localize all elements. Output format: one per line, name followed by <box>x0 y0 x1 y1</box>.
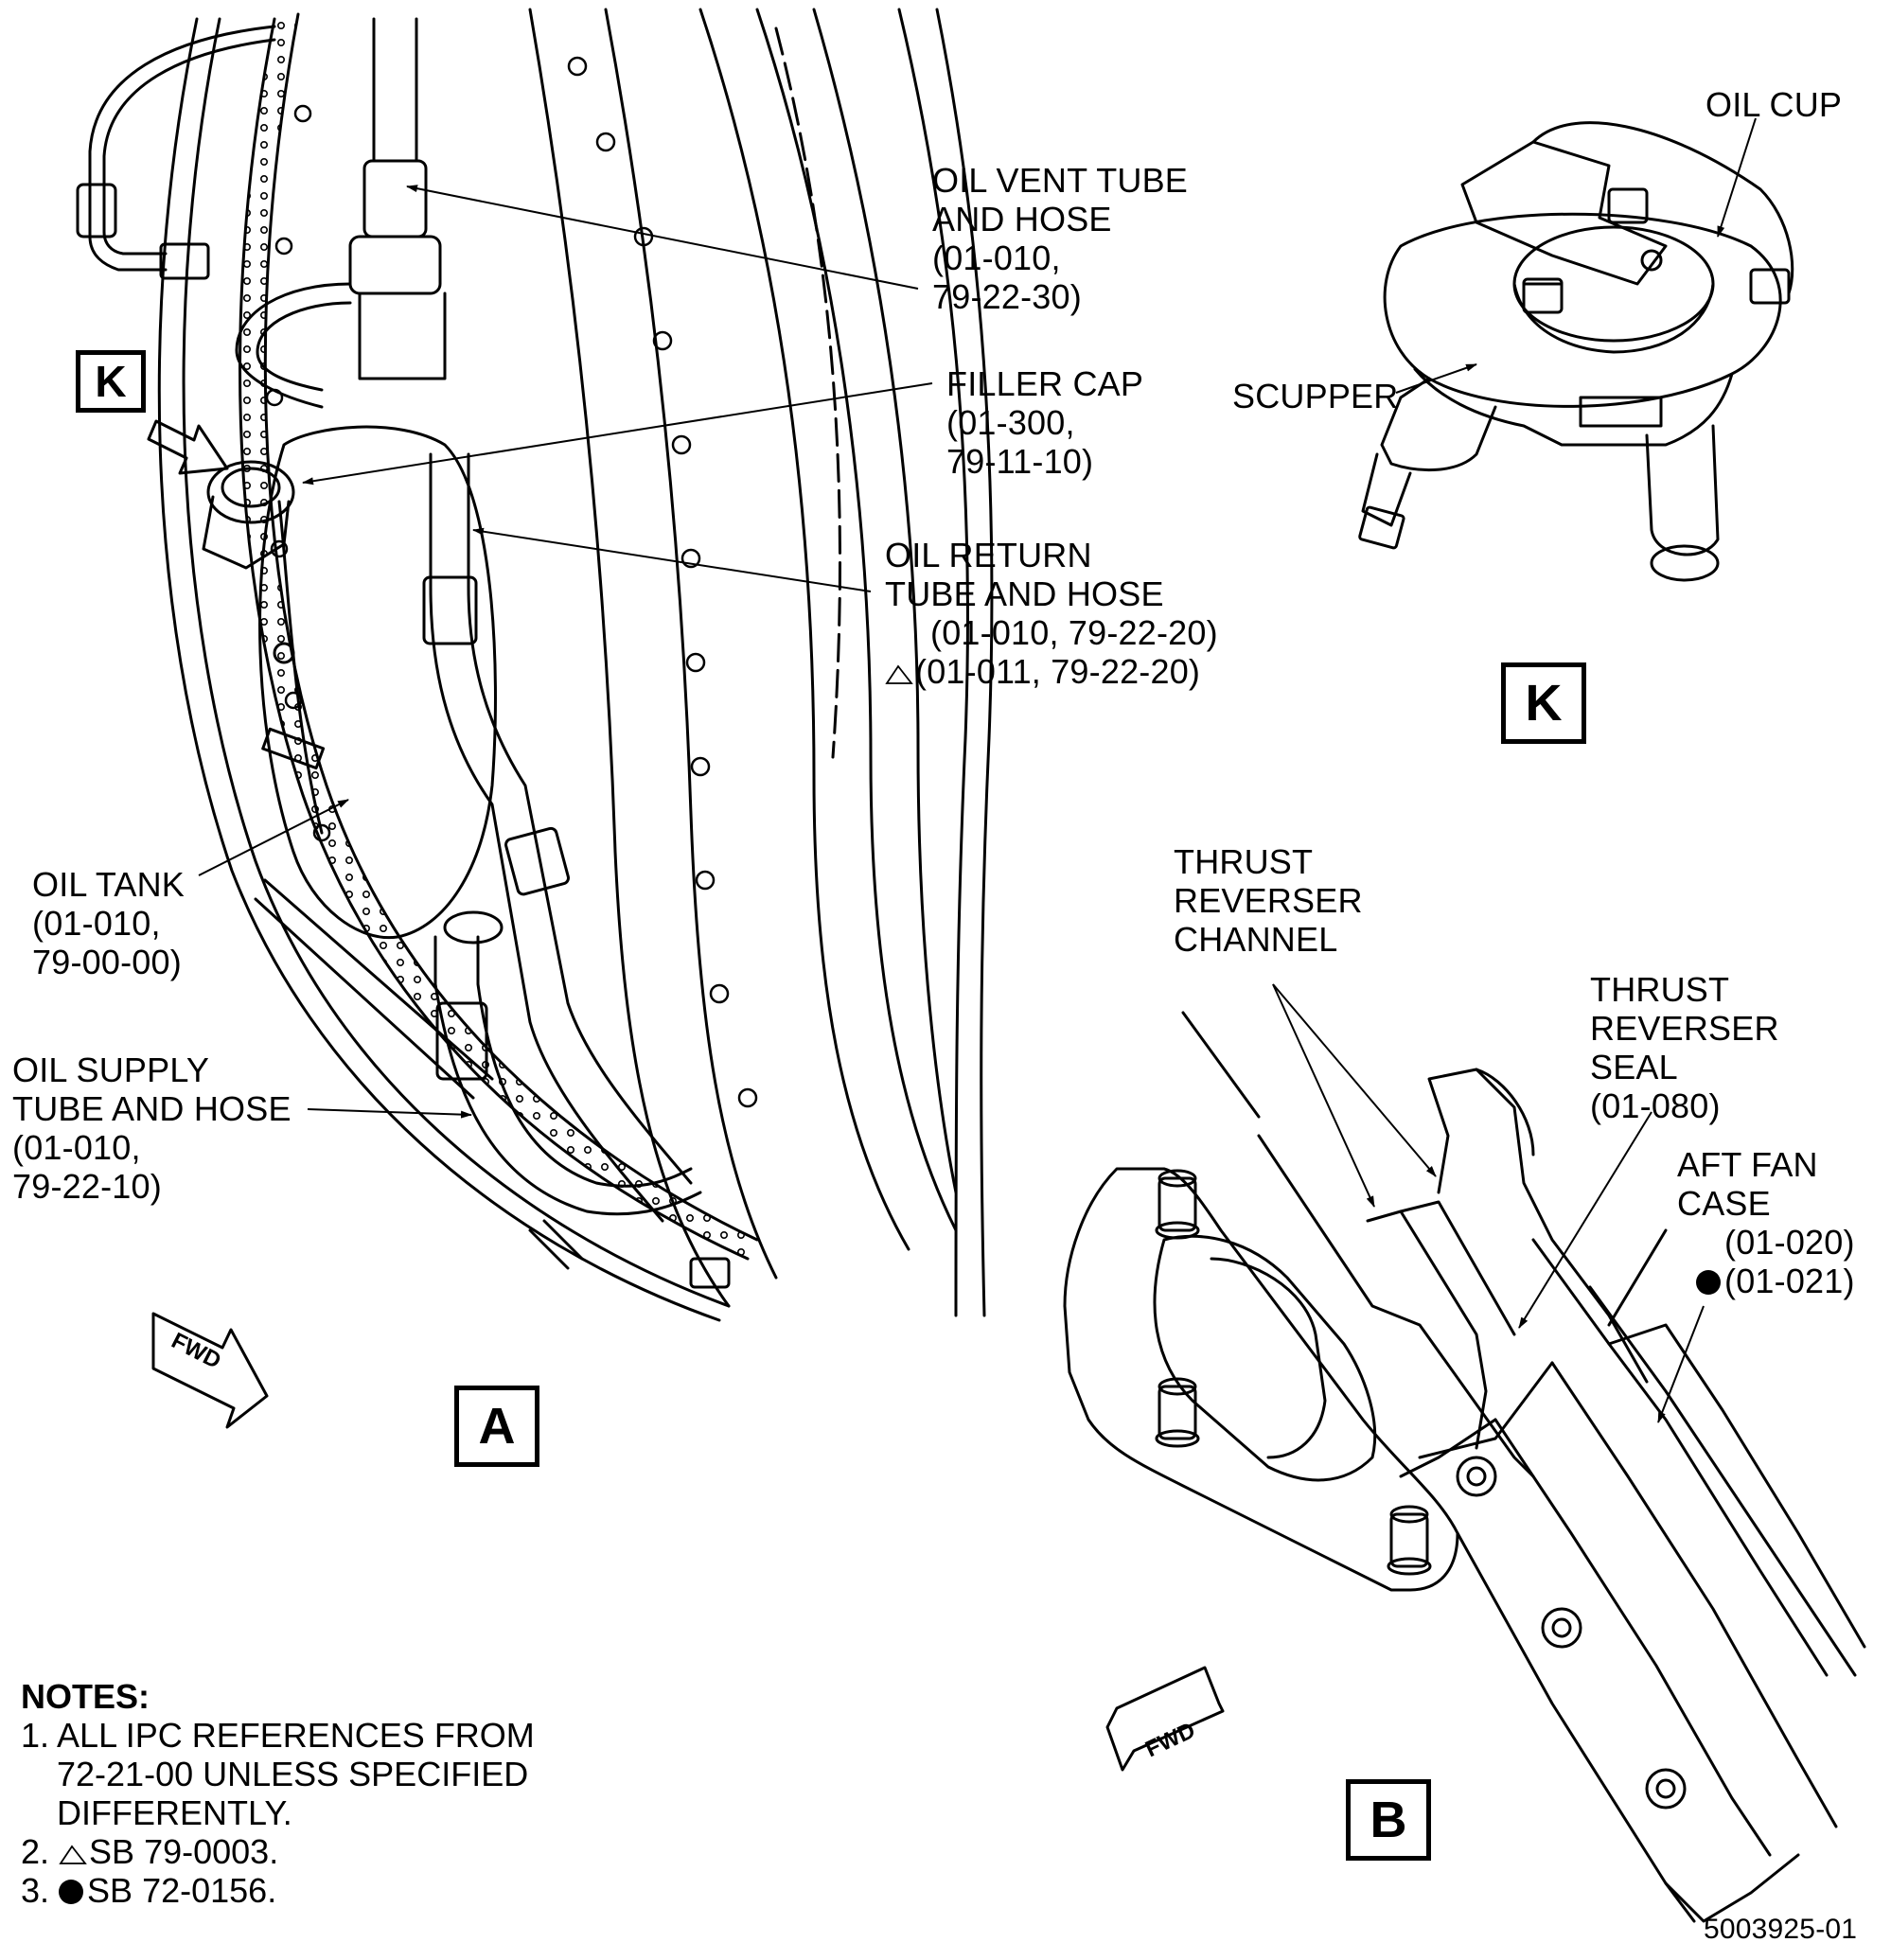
oil-supply-label: OIL SUPPLY TUBE AND HOSE (01-010, 79-22-… <box>12 1051 292 1206</box>
oil-tank-label: OIL TANK (01-010, 79-00-00) <box>32 865 185 981</box>
thrust-reverser-channel-label: THRUST REVERSER CHANNEL <box>1174 842 1363 959</box>
bullet-dot-icon <box>59 1880 84 1904</box>
fwd-arrow-a <box>151 1312 269 1429</box>
view-k-locator-box: K <box>76 350 146 413</box>
revision-triangle-icon <box>885 664 913 684</box>
notes-title: NOTES: <box>21 1677 150 1716</box>
bullet-dot-icon <box>1696 1270 1721 1295</box>
view-a-drawing <box>76 8 994 1322</box>
view-a-label-box: A <box>454 1386 539 1467</box>
view-b-label-box: B <box>1346 1779 1431 1861</box>
notes-block: NOTES: 1. ALL IPC REFERENCES FROM 72-21-… <box>21 1677 535 1910</box>
oil-return-label: OIL RETURN TUBE AND HOSE (01-010, 79-22-… <box>885 536 1218 691</box>
revision-triangle-icon <box>59 1845 87 1864</box>
view-k-label-box: K <box>1501 662 1586 744</box>
figure-number: 5003925-01 <box>1704 1914 1858 1945</box>
scupper-label: SCUPPER <box>1232 377 1399 415</box>
view-k-drawing <box>1358 121 1794 582</box>
thrust-reverser-seal-label: THRUST REVERSER SEAL (01-080) <box>1590 970 1779 1125</box>
oil-cup-label: OIL CUP <box>1705 85 1843 124</box>
aft-fan-case-label: AFT FAN CASE (01-020) (01-021) <box>1677 1145 1855 1300</box>
leader-lines <box>198 117 1757 1423</box>
view-b-drawing <box>1063 1011 1866 1923</box>
oil-vent-label: OIL VENT TUBE AND HOSE (01-010, 79-22-30… <box>932 161 1189 316</box>
fwd-arrow-b <box>1105 1666 1225 1772</box>
filler-cap-label: FILLER CAP (01-300, 79-11-10) <box>946 364 1144 481</box>
